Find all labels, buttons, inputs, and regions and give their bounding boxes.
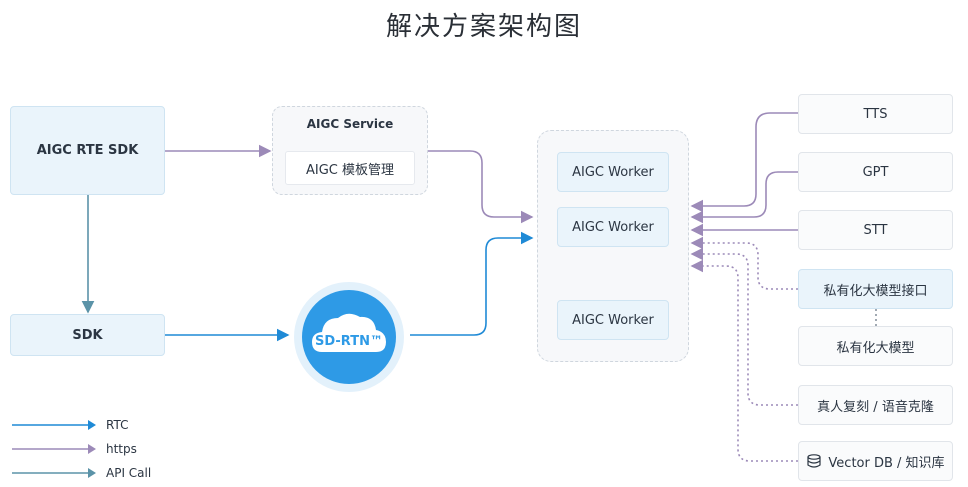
sdk-box: SDK [10, 314, 165, 356]
tts-box: TTS [798, 94, 953, 134]
vector-db-label: Vector DB / 知识库 [828, 455, 945, 471]
legend-rtc-arrow [12, 420, 96, 430]
aigc-template-label: AIGC 模板管理 [305, 162, 394, 178]
database-icon [807, 454, 822, 468]
cloud-icon [312, 313, 386, 352]
gpt-label: GPT [862, 164, 889, 180]
dotted-line-vectordb [690, 259, 798, 462]
stt-box: STT [798, 210, 953, 250]
private-llm-api-box: 私有化大模型接口 [798, 269, 953, 309]
legend-https-arrow [12, 444, 96, 454]
legend-https: https [12, 442, 137, 456]
page-title: 解决方案架构图 [385, 12, 582, 42]
https-line-gpt [690, 171, 798, 224]
legend-rtc: RTC [12, 418, 128, 432]
aigc-service-label: AIGC Service [306, 117, 394, 131]
aigc-worker-1: AIGC Worker [557, 152, 669, 192]
legend-https-label: https [106, 442, 137, 456]
https-line-tts [690, 112, 798, 213]
aigc-worker-label: AIGC Worker [572, 164, 654, 180]
stt-label: STT [863, 222, 888, 238]
private-llm-api-label: 私有化大模型接口 [823, 283, 928, 299]
legend-api-label: API Call [106, 466, 152, 480]
aigc-worker-2: AIGC Worker [557, 207, 669, 247]
sd-rtn-circle [302, 290, 396, 384]
private-llm-box: 私有化大模型 [798, 326, 953, 366]
aigc-worker-label: AIGC Worker [572, 312, 654, 328]
legend-rtc-label: RTC [106, 418, 129, 432]
aigc-worker-label: AIGC Worker [572, 219, 654, 235]
vector-db-box: Vector DB / 知识库 [798, 441, 953, 481]
tts-label: TTS [863, 106, 888, 122]
rtc-line-sdrtn-to-worker [410, 231, 534, 336]
aigc-service-group: AIGC Service AIGC 模板管理 [272, 106, 428, 195]
gpt-box: GPT [798, 152, 953, 192]
legend-api-call: API Call [12, 466, 151, 480]
aigc-worker-3: AIGC Worker [557, 300, 669, 340]
dotted-line-clone [690, 247, 798, 406]
clone-label: 真人复刻 / 语音克隆 [817, 399, 934, 415]
aigc-rte-sdk-box: AIGC RTE SDK [10, 106, 165, 195]
legend-api-arrow [12, 468, 96, 478]
clone-box: 真人复刻 / 语音克隆 [798, 385, 953, 425]
sdk-label: SDK [72, 327, 103, 343]
sd-rtn-node: SD-RTN™ [294, 282, 404, 392]
aigc-rte-sdk-label: AIGC RTE SDK [36, 143, 139, 158]
https-line-service-to-worker [428, 150, 534, 224]
sd-rtn-label: SD-RTN™ [315, 334, 383, 349]
private-llm-label: 私有化大模型 [836, 340, 915, 356]
aigc-template-box: AIGC 模板管理 [285, 151, 415, 185]
